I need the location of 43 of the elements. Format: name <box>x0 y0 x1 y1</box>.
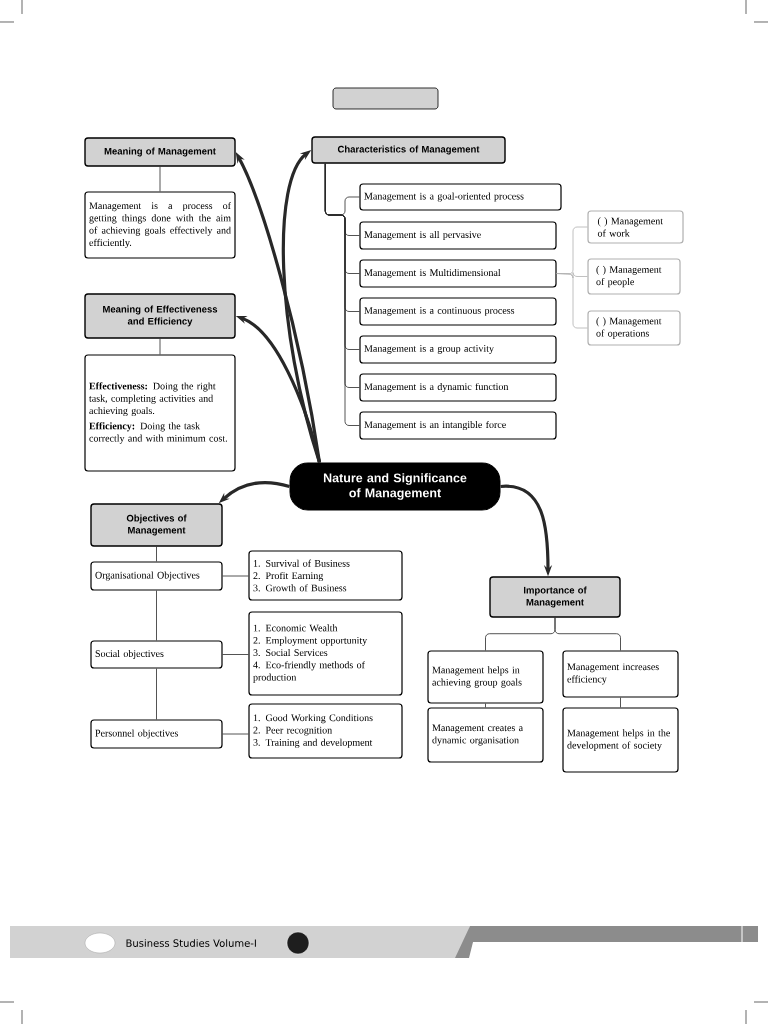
connector-line <box>222 575 249 577</box>
blank-box <box>332 87 439 110</box>
text-box: Social objectives <box>90 640 223 669</box>
text-box: Management helps in the development of society <box>562 707 679 773</box>
list-box: 1. Good Working Conditions 2. Peer recognition 3. Training and development <box>248 703 403 759</box>
list-box: 1. Economic Wealth 2. Employment opportunity 3. Social Services 4. Eco-friendly methods of production <box>248 611 403 696</box>
connector-line <box>156 546 157 562</box>
connector-line <box>159 338 161 355</box>
heading-box: Objectives of Management <box>90 503 223 547</box>
arrow <box>281 150 322 463</box>
text-box: Management is a goal-oriented process <box>359 183 562 211</box>
connector-line <box>222 654 249 655</box>
text-box: Management is a process of getting things done with the aim of achieving goals effectively and efficiently. <box>84 191 236 259</box>
heading-box: Meaning of Management <box>84 137 236 167</box>
text-box: Management is an intangible force <box>359 411 557 440</box>
text-box: Management is all pervasive <box>359 221 557 250</box>
text-box: Management creates a dynamic organisation <box>427 707 544 763</box>
connector-line <box>156 668 157 720</box>
heading-box: Characteristics of Management <box>311 136 506 164</box>
heading-box: Meaning of Effectiveness and Efficiency <box>84 293 236 339</box>
text-box: Management is Multidimensional <box>359 259 557 288</box>
text-box: Management helps in achieving group goals <box>427 650 544 704</box>
connector-line <box>620 697 621 708</box>
connector-line <box>159 166 161 192</box>
option-box: ( ) Management of work <box>587 210 684 244</box>
connector-line <box>556 273 588 329</box>
option-box: ( ) Management of people <box>587 258 681 295</box>
text-box: Personnel objectives <box>90 719 223 749</box>
option-box: ( ) Management of operations <box>587 310 681 346</box>
connector-line <box>554 617 621 651</box>
heading-box: Importance of Management <box>489 576 621 618</box>
text-box: Management is a continuous process <box>359 297 557 326</box>
footer-title: Business Studies Volume-I <box>126 939 256 947</box>
topic-bubble: Nature and Significance of Management <box>289 462 501 511</box>
text-box: Effectiveness: Doing the right task, completing activities and achieving goals. Efficiency: Doing the task correctly and with minimum cost. <box>84 354 236 472</box>
connector-line <box>156 590 157 641</box>
list-box: 1. Survival of Business 2. Profit Earning 3. Growth of Business <box>248 550 403 601</box>
text-box: Management is a group activity <box>359 335 557 364</box>
connector-line <box>485 703 486 708</box>
connector-line <box>222 733 249 735</box>
text-box: Organisational Objectives <box>90 561 223 591</box>
text-box: Management increases efficiency <box>562 650 679 698</box>
text-box: Management is a dynamic function <box>359 373 557 402</box>
